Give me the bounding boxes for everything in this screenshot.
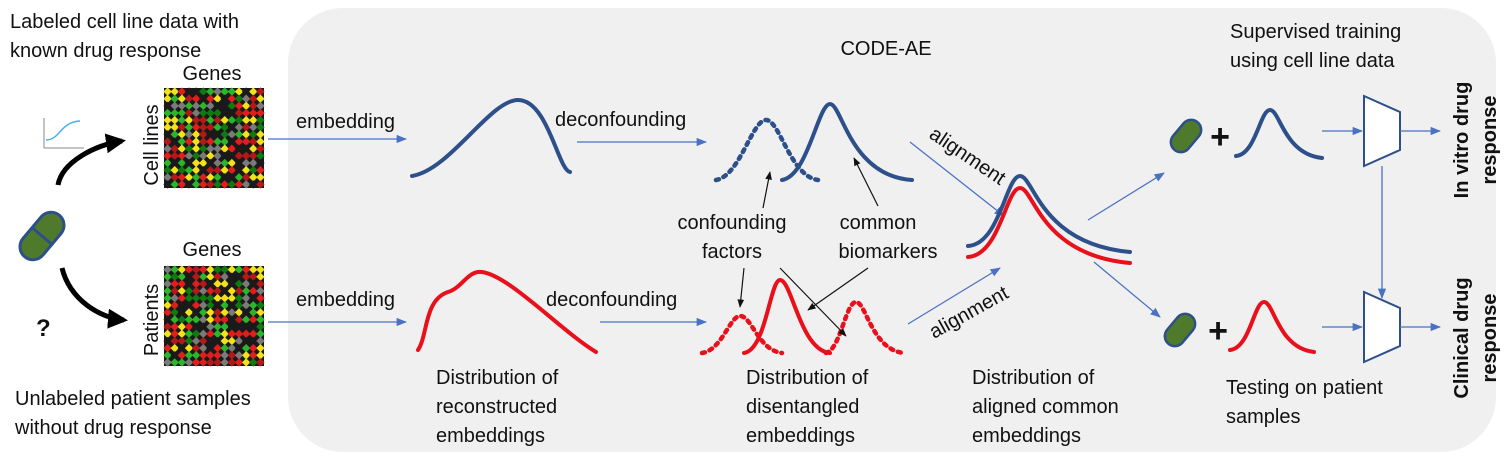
patient-confounding-curve-2 — [823, 299, 907, 356]
aligned-patient-curve — [966, 185, 1132, 265]
confounding-label-line2: factors — [702, 241, 762, 263]
reconstructed-caption-line1: Distribution of — [436, 367, 559, 389]
supervised-caption-line2: using cell line data — [1230, 50, 1395, 72]
cell-line-confounding-curve — [713, 117, 821, 183]
heatmap-icon — [163, 265, 265, 367]
pill-icon — [1163, 312, 1197, 348]
common-label-line2: biomarkers — [839, 241, 938, 263]
deconfounding-label-top: deconfounding — [555, 109, 686, 131]
reconstructed-caption-line2: reconstructed — [436, 396, 557, 418]
arrow-alignment-bottom — [907, 267, 1001, 325]
cell-lines-label: Cell lines — [141, 104, 163, 185]
aligned-caption-line2: aligned common — [972, 396, 1119, 418]
plus-sign-bottom: + — [1208, 312, 1228, 350]
pointer-common-down — [807, 267, 869, 311]
in-vitro-label-line1: In vitro drug — [1451, 82, 1473, 199]
testing-caption-line1: Testing on patient — [1226, 377, 1383, 399]
training-curve — [1234, 107, 1324, 160]
cell-line-caption-line1: Labeled cell line data with — [10, 11, 239, 33]
pointer-confounding-diag — [779, 267, 847, 337]
clinical-label-line2: response — [1479, 294, 1501, 383]
patients-label: Patients — [141, 284, 163, 356]
aligned-caption-line3: embeddings — [972, 425, 1081, 447]
plus-sign-top: + — [1210, 118, 1230, 156]
disentangled-caption-line3: embeddings — [746, 425, 855, 447]
embedding-label-top: embedding — [296, 111, 395, 133]
patient-caption-line2: without drug response — [14, 417, 212, 439]
in-vitro-label-line2: response — [1479, 96, 1501, 185]
pointer-confounding-down — [737, 267, 745, 308]
question-mark: ? — [36, 315, 51, 342]
arrow-alignment-top — [909, 141, 1005, 217]
patient-confounding-curve — [699, 313, 785, 356]
testing-curve — [1228, 299, 1316, 354]
supervised-caption-line1: Supervised training — [1230, 21, 1401, 43]
cell-line-caption-line2: known drug response — [10, 40, 201, 62]
pill-icon — [18, 210, 66, 262]
clinical-label-line1: Clinical drug — [1451, 277, 1473, 398]
disentangled-caption-line1: Distribution of — [746, 367, 869, 389]
testing-caption-line2: samples — [1226, 406, 1300, 428]
reconstructed-caption-line3: embeddings — [436, 425, 545, 447]
genes-label-bottom: Genes — [183, 239, 242, 261]
arrow-to-training — [1087, 172, 1165, 221]
genes-label-top: Genes — [183, 63, 242, 85]
embedding-label-bottom: embedding — [296, 289, 395, 311]
patient-caption-line1: Unlabeled patient samples — [15, 388, 251, 410]
model-trapezoid-icon — [1363, 290, 1401, 364]
cell-line-reconstructed-curve — [410, 97, 572, 178]
pointer-confounding-up — [762, 171, 772, 209]
pointer-common-up — [853, 157, 879, 207]
patient-reconstructed-curve — [416, 269, 598, 354]
heatmap-icon — [163, 87, 265, 189]
common-label-line1: common — [840, 212, 917, 234]
model-trapezoid-icon — [1363, 94, 1401, 168]
deconfounding-label-bottom: deconfounding — [546, 289, 677, 311]
disentangled-caption-line2: disentangled — [746, 396, 859, 418]
panel-title: CODE-AE — [840, 38, 931, 60]
aligned-caption-line1: Distribution of — [972, 367, 1095, 389]
confounding-label-line1: confounding — [678, 212, 787, 234]
arrow-to-testing — [1093, 261, 1161, 318]
aligned-cell-line-curve — [966, 173, 1132, 254]
arrow-to-patients — [59, 267, 128, 329]
cell-line-common-curve — [780, 101, 914, 182]
arrow-to-cell-lines — [55, 133, 126, 186]
dose-response-icon — [43, 118, 84, 149]
pill-icon — [1169, 118, 1203, 154]
patient-common-curve — [742, 277, 832, 355]
